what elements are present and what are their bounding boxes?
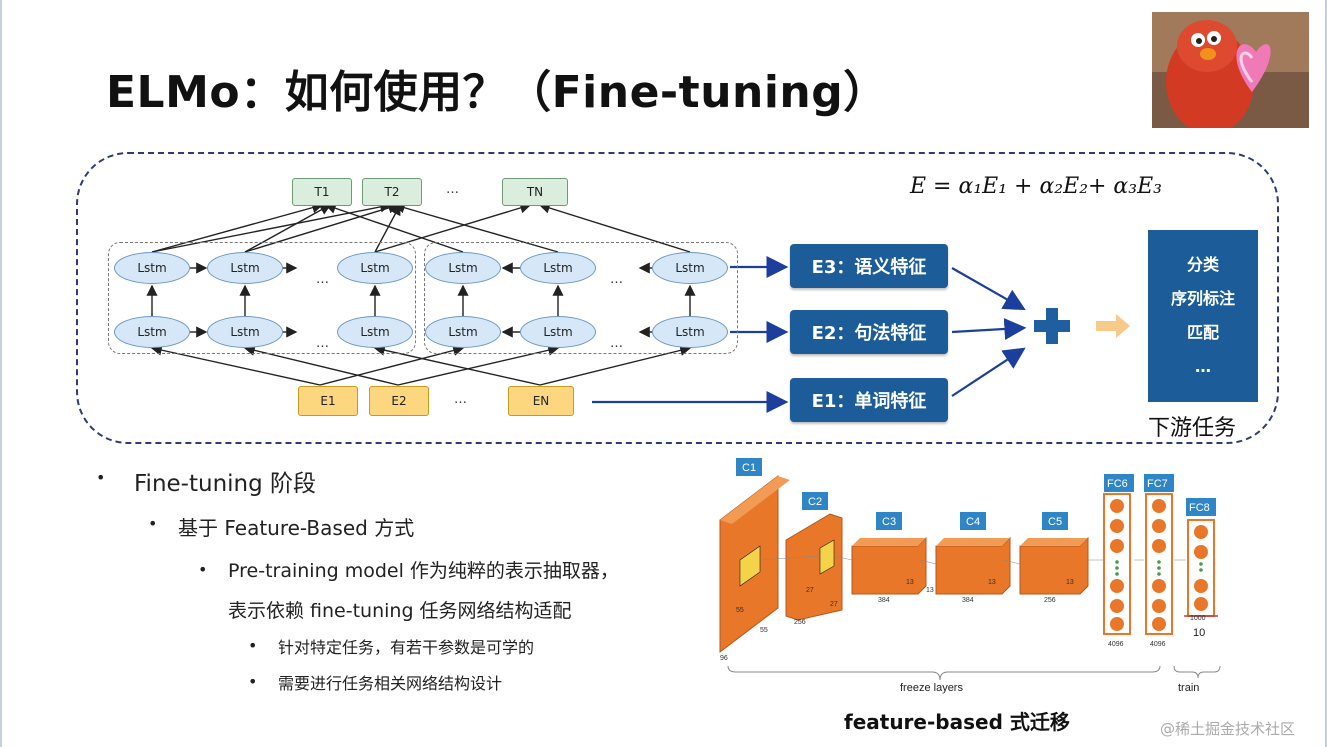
output-tn: TN xyxy=(502,178,568,206)
lstm-cell: Lstm xyxy=(337,316,413,348)
bullet-dot: • xyxy=(198,560,208,579)
dimension-label: 256 xyxy=(1044,597,1056,604)
layer-label-c5: C5 xyxy=(1048,516,1062,528)
output-t1: T1 xyxy=(292,178,352,206)
feature-e1-word: E1：单词特征 xyxy=(790,378,948,422)
layer-tag-c1 xyxy=(736,458,762,476)
right-arrow-icon xyxy=(1096,314,1130,338)
layer-tag-fc8 xyxy=(1186,498,1216,516)
layer-label-c2: C2 xyxy=(808,496,822,508)
layer-label-c1: C1 xyxy=(742,462,756,474)
right-edge xyxy=(1325,0,1327,747)
dimension-label: 13 xyxy=(906,579,914,586)
lstm-cell: Lstm xyxy=(337,252,413,284)
plus-icon xyxy=(1034,308,1070,344)
layer-tag-c4 xyxy=(960,512,986,530)
bullet-dot: • xyxy=(248,672,258,691)
train-label: train xyxy=(1178,682,1199,694)
task-sequence-labeling: 序列标注 xyxy=(1170,289,1235,308)
feature-e3-semantic: E3：语义特征 xyxy=(790,244,948,288)
task-classification: 分类 xyxy=(1186,255,1219,274)
dimension-label: 96 xyxy=(720,655,728,662)
downstream-tasks-box: 分类 序列标注 匹配 … xyxy=(1148,230,1258,402)
lstm-cell: Lstm xyxy=(425,252,501,284)
input-ellipsis: … xyxy=(454,392,467,407)
dimension-label: 27 xyxy=(830,601,838,608)
dimension-label: 13 xyxy=(926,587,934,594)
layer-tag-fc7 xyxy=(1144,474,1174,492)
layer-tag-c2 xyxy=(802,492,828,510)
output-ellipsis: … xyxy=(446,182,459,197)
lstm-ellipsis: … xyxy=(610,272,623,287)
freeze-layers-label: freeze layers xyxy=(900,682,963,694)
dimension-label: 27 xyxy=(806,587,814,594)
bullet-learnable-params: 针对特定任务，有若干参数是可学的 xyxy=(278,638,535,657)
forward-lstm-group xyxy=(108,242,416,354)
output-t2: T2 xyxy=(362,178,422,206)
lstm-cell: Lstm xyxy=(114,252,190,284)
elmo-diagram-frame xyxy=(76,152,1279,444)
lstm-ellipsis: … xyxy=(610,336,623,351)
bullet-task-design: 需要进行任务相关网络结构设计 xyxy=(278,674,503,693)
layer-tag-fc6 xyxy=(1104,474,1134,492)
bullet-dot: • xyxy=(248,636,258,655)
dimension-label: 55 xyxy=(760,627,768,634)
lstm-cell: Lstm xyxy=(425,316,501,348)
slide-title: ELMo：如何使用？（Fine-tuning） xyxy=(106,67,888,118)
bullet-feature-based: 基于 Feature-Based 方式 xyxy=(178,516,415,540)
dimension-label: 384 xyxy=(962,597,974,604)
input-e1: E1 xyxy=(298,386,358,416)
layer-tag-c3 xyxy=(876,512,902,530)
dimension-label: 384 xyxy=(878,597,890,604)
lstm-cell: Lstm xyxy=(652,252,728,284)
dimension-label: 256 xyxy=(794,619,806,626)
lstm-ellipsis: … xyxy=(316,336,329,351)
lstm-cell: Lstm xyxy=(520,252,596,284)
bullet-fine-tuning: Fine-tuning 阶段 xyxy=(134,471,317,497)
layer-label-c3: C3 xyxy=(882,516,896,528)
layer-label-fc7: FC7 xyxy=(1147,478,1168,490)
bullet-dot: • xyxy=(96,468,106,487)
layer-label-fc8: FC8 xyxy=(1189,502,1210,514)
watermark: @稀土掘金技术社区 xyxy=(1160,720,1296,738)
lstm-cell: Lstm xyxy=(114,316,190,348)
input-e2: E2 xyxy=(369,386,429,416)
downstream-label: 下游任务 xyxy=(1148,416,1237,441)
elmo-thumbnail-image xyxy=(1152,12,1309,128)
layer-label-c4: C4 xyxy=(966,516,980,528)
dimension-label: 4096 xyxy=(1108,641,1124,648)
dimension-label: 13 xyxy=(988,579,996,586)
dimension-label: 4096 xyxy=(1150,641,1166,648)
bullet-pretraining-cont: 表示依赖 fine-tuning 任务网络结构适配 xyxy=(228,600,572,622)
task-matching: 匹配 xyxy=(1186,323,1219,342)
backward-lstm-group xyxy=(424,242,738,354)
dimension-label: 1000 xyxy=(1190,615,1206,622)
left-edge xyxy=(0,0,2,747)
dimension-label: 13 xyxy=(1066,579,1074,586)
dimension-label: 55 xyxy=(736,607,744,614)
feature-e2-syntax: E2：句法特征 xyxy=(790,310,948,354)
lstm-ellipsis: … xyxy=(316,272,329,287)
lstm-cell: Lstm xyxy=(207,316,283,348)
lstm-cell: Lstm xyxy=(520,316,596,348)
task-ellipsis: … xyxy=(1195,357,1211,376)
bullet-dot: • xyxy=(148,514,158,533)
bullet-pretraining: Pre-training model 作为纯粹的表示抽取器， xyxy=(228,560,619,582)
input-en: EN xyxy=(508,386,574,416)
layer-label-fc6: FC6 xyxy=(1107,478,1128,490)
lstm-cell: Lstm xyxy=(652,316,728,348)
weighted-sum-formula: E = α₁E₁ + α₂E₂+ α₃E₃ xyxy=(910,174,1162,199)
layer-tag-c5 xyxy=(1042,512,1068,530)
figure-caption: feature-based 式迁移 xyxy=(844,710,1070,734)
fc8-output-size: 10 xyxy=(1193,627,1205,639)
lstm-cell: Lstm xyxy=(207,252,283,284)
